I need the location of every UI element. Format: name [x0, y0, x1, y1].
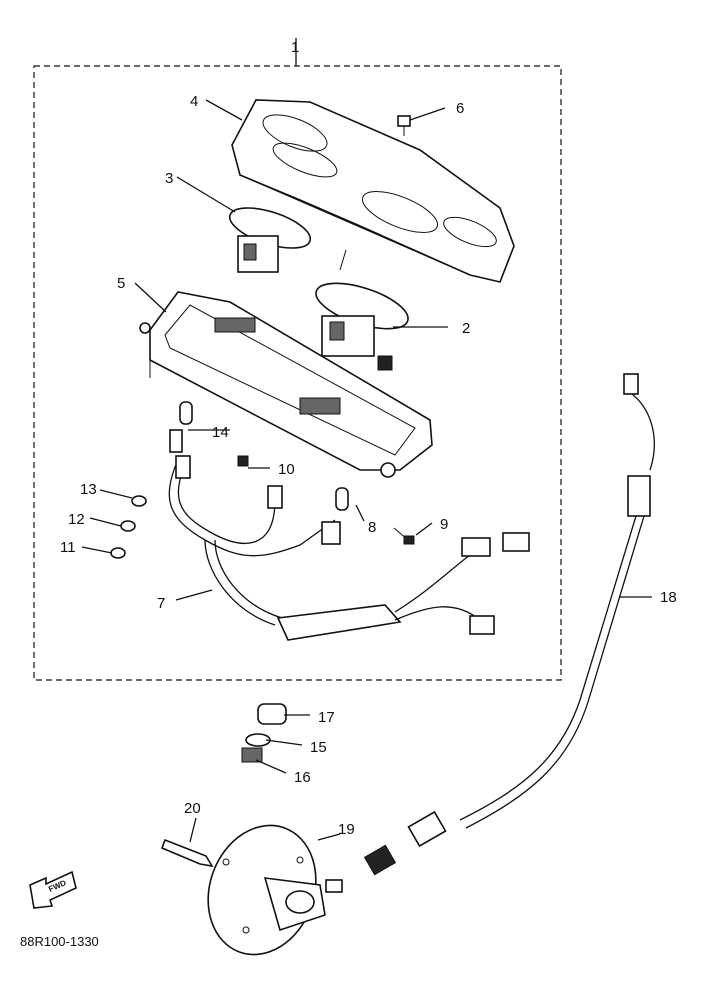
callout-12: 12	[68, 511, 85, 528]
callout-9: 9	[440, 516, 448, 533]
part-16-nut	[241, 747, 263, 763]
callout-2: 2	[462, 320, 470, 337]
callout-6: 6	[456, 100, 464, 117]
callout-4: 4	[190, 93, 198, 110]
part-3-gauge	[228, 207, 312, 273]
part-20-pin	[160, 838, 214, 868]
part-2-gauge	[315, 249, 409, 371]
part-11-clip	[110, 547, 126, 559]
callout-17: 17	[318, 709, 335, 726]
drawing-code: 88R100-1330	[20, 934, 99, 949]
callout-20: 20	[184, 800, 201, 817]
callout-8: 8	[368, 519, 376, 536]
part-9-screw	[393, 527, 415, 545]
callout-7: 7	[157, 595, 165, 612]
callout-19: 19	[338, 821, 355, 838]
part-19-gear-unit	[207, 824, 343, 956]
fwd-arrow-icon: FWD	[29, 870, 77, 909]
callout-5: 5	[117, 275, 125, 292]
callout-15: 15	[310, 739, 327, 756]
callout-16: 16	[294, 769, 311, 786]
part-18-speedometer-cable	[363, 373, 655, 876]
part-5-meter-case	[139, 291, 433, 478]
part-13-washer	[131, 495, 147, 507]
callout-3: 3	[165, 170, 173, 187]
callout-10: 10	[278, 461, 295, 478]
group-label: 1	[291, 39, 299, 56]
assembly-group: 1	[33, 38, 562, 681]
part-12-clip	[120, 520, 136, 532]
part-4-meter-cover	[231, 99, 515, 283]
callout-11: 11	[60, 539, 76, 556]
part-6-screw	[397, 115, 411, 136]
leader-lines	[81, 99, 652, 843]
part-10-screw	[237, 455, 249, 467]
part-14-bulb-socket	[169, 401, 193, 453]
callout-18: 18	[660, 589, 677, 606]
callout-13: 13	[80, 481, 97, 498]
callout-labels: 6 4 3 5 2 14 10 8 9 13 12 11 7 17 15 16 …	[60, 93, 677, 838]
callout-14: 14	[212, 424, 229, 441]
part-8-bulb	[335, 487, 349, 511]
part-17-damper	[257, 703, 287, 725]
group-boundary-box	[33, 65, 562, 681]
part-7-wire-harness	[168, 455, 530, 641]
